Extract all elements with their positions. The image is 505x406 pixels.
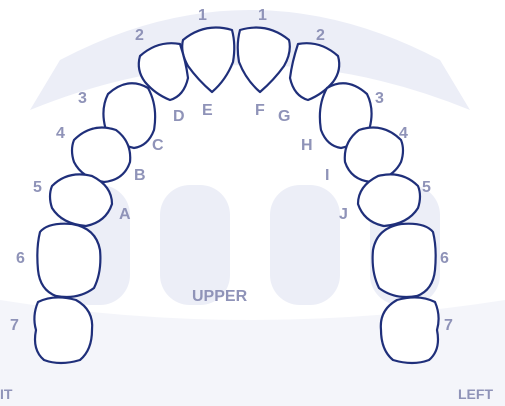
letter-h: H bbox=[301, 137, 313, 154]
letter-a: A bbox=[119, 206, 131, 223]
left-side-numbers: 1 2 3 4 5 6 7 bbox=[258, 7, 453, 334]
letter-i: I bbox=[325, 167, 329, 184]
num-left-7: 7 bbox=[444, 317, 453, 334]
letter-d: D bbox=[173, 108, 185, 125]
tooth-right-6[interactable] bbox=[36, 222, 102, 299]
tooth-left-1[interactable] bbox=[236, 26, 291, 94]
tooth-right-4[interactable] bbox=[70, 126, 132, 184]
num-right-7: 7 bbox=[10, 317, 19, 334]
num-right-3: 3 bbox=[78, 90, 87, 107]
tooth-left-7[interactable] bbox=[379, 296, 440, 365]
primary-letters: A B C D E F G H I J bbox=[119, 102, 348, 223]
num-right-5: 5 bbox=[33, 179, 42, 196]
num-left-1: 1 bbox=[258, 7, 267, 24]
arch-label-upper: UPPER bbox=[192, 288, 248, 305]
num-left-5: 5 bbox=[422, 179, 431, 196]
tooth-right-2[interactable] bbox=[137, 42, 190, 102]
letter-g: G bbox=[278, 108, 290, 125]
tooth-left-2[interactable] bbox=[288, 42, 341, 102]
teeth-left bbox=[236, 26, 440, 365]
num-right-1: 1 bbox=[198, 7, 207, 24]
right-side-numbers: 1 2 3 4 5 6 7 bbox=[10, 7, 207, 334]
tooth-left-6[interactable] bbox=[371, 222, 437, 299]
tooth-right-5[interactable] bbox=[48, 173, 114, 228]
tooth-right-1[interactable] bbox=[181, 26, 236, 94]
tooth-right-7[interactable] bbox=[33, 296, 94, 365]
side-label-right: IT bbox=[0, 386, 13, 402]
letter-b: B bbox=[134, 167, 146, 184]
background-watermark bbox=[0, 10, 505, 406]
letter-f: F bbox=[255, 102, 265, 119]
tooth-left-4[interactable] bbox=[343, 126, 405, 184]
num-right-6: 6 bbox=[16, 250, 25, 267]
side-label-left: LEFT bbox=[458, 386, 493, 402]
num-right-4: 4 bbox=[56, 125, 65, 142]
num-left-2: 2 bbox=[316, 27, 325, 44]
letter-j: J bbox=[339, 206, 348, 223]
num-left-6: 6 bbox=[440, 250, 449, 267]
letter-c: C bbox=[152, 137, 164, 154]
num-right-2: 2 bbox=[135, 27, 144, 44]
num-left-3: 3 bbox=[375, 90, 384, 107]
letter-e: E bbox=[202, 102, 213, 119]
num-left-4: 4 bbox=[399, 125, 408, 142]
tooth-left-5[interactable] bbox=[356, 173, 422, 228]
teeth-right bbox=[33, 26, 236, 365]
